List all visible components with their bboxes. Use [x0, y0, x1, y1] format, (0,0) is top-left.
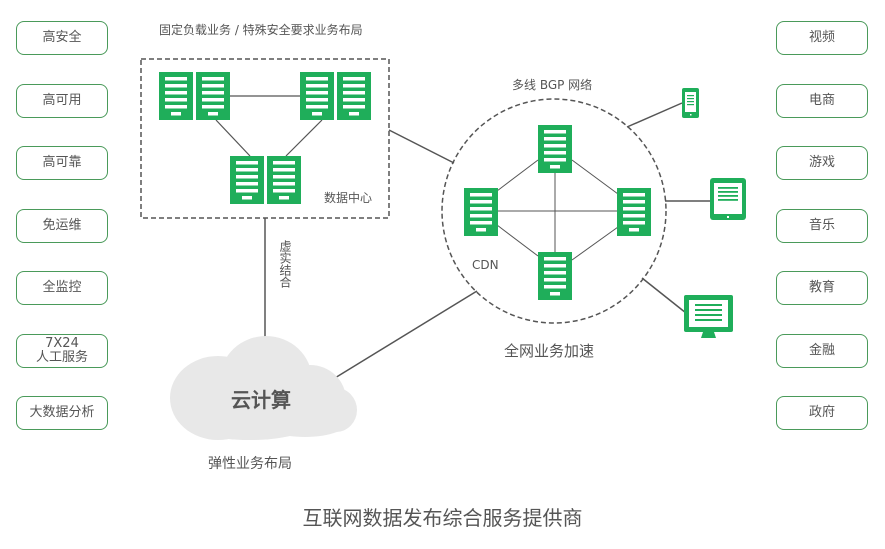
network-to-monitor-link: [641, 277, 687, 314]
server-icon: [159, 72, 193, 120]
server-icon: [300, 72, 334, 120]
monitor-icon: [684, 295, 733, 338]
datacenter-title: 固定负载业务 / 特殊安全要求业务布局: [159, 23, 363, 37]
feature-pill-maintenance-free: 免运维: [16, 209, 108, 243]
network-caption: 全网业务加速: [504, 342, 595, 360]
industry-pill-gaming: 游戏: [776, 146, 868, 180]
tablet-icon: [710, 178, 746, 220]
feature-pill-big-data: 大数据分析: [16, 396, 108, 430]
industry-pill-education: 教育: [776, 271, 868, 305]
dc-link: [215, 119, 251, 157]
server-icon: [464, 188, 498, 236]
feature-pill-full-monitoring: 全监控: [16, 271, 108, 305]
cloud-caption: 弹性业务布局: [208, 456, 292, 472]
server-icon: [538, 252, 572, 300]
cdn-link: [571, 159, 619, 195]
server-icon: [337, 72, 371, 120]
feature-pill-24x7-service: 7X24 人工服务: [16, 334, 108, 368]
cdn-link: [496, 224, 539, 257]
industry-pill-video: 视频: [776, 21, 868, 55]
network-boundary: [441, 98, 667, 324]
feature-pill-high-security: 高安全: [16, 21, 108, 55]
server-icon: [267, 156, 301, 204]
footer-title: 互联网数据发布综合服务提供商: [302, 506, 583, 530]
server-icon: [196, 72, 230, 120]
virtual-real-link-label: 虚实结合: [278, 240, 292, 288]
dc-to-network-link: [388, 129, 455, 164]
cloud-to-network-link: [329, 290, 478, 382]
industry-pill-finance: 金融: [776, 334, 868, 368]
phone-icon: [682, 88, 699, 118]
cdn-link: [496, 159, 539, 192]
industry-pill-ecommerce: 电商: [776, 84, 868, 118]
cdn-link: [571, 226, 619, 261]
feature-pill-high-reliability: 高可靠: [16, 146, 108, 180]
network-to-phone-link: [626, 102, 683, 128]
server-icon: [538, 125, 572, 173]
cdn-label: CDN: [472, 258, 499, 272]
industry-pill-music: 音乐: [776, 209, 868, 243]
cloud-label: 云计算: [231, 388, 291, 412]
feature-pill-high-availability: 高可用: [16, 84, 108, 118]
dc-link: [285, 119, 323, 157]
server-icon: [230, 156, 264, 204]
industry-pill-government: 政府: [776, 396, 868, 430]
server-icon: [617, 188, 651, 236]
network-title: 多线 BGP 网络: [512, 78, 593, 92]
cloud-icon: [170, 336, 357, 440]
datacenter-label: 数据中心: [324, 191, 373, 205]
